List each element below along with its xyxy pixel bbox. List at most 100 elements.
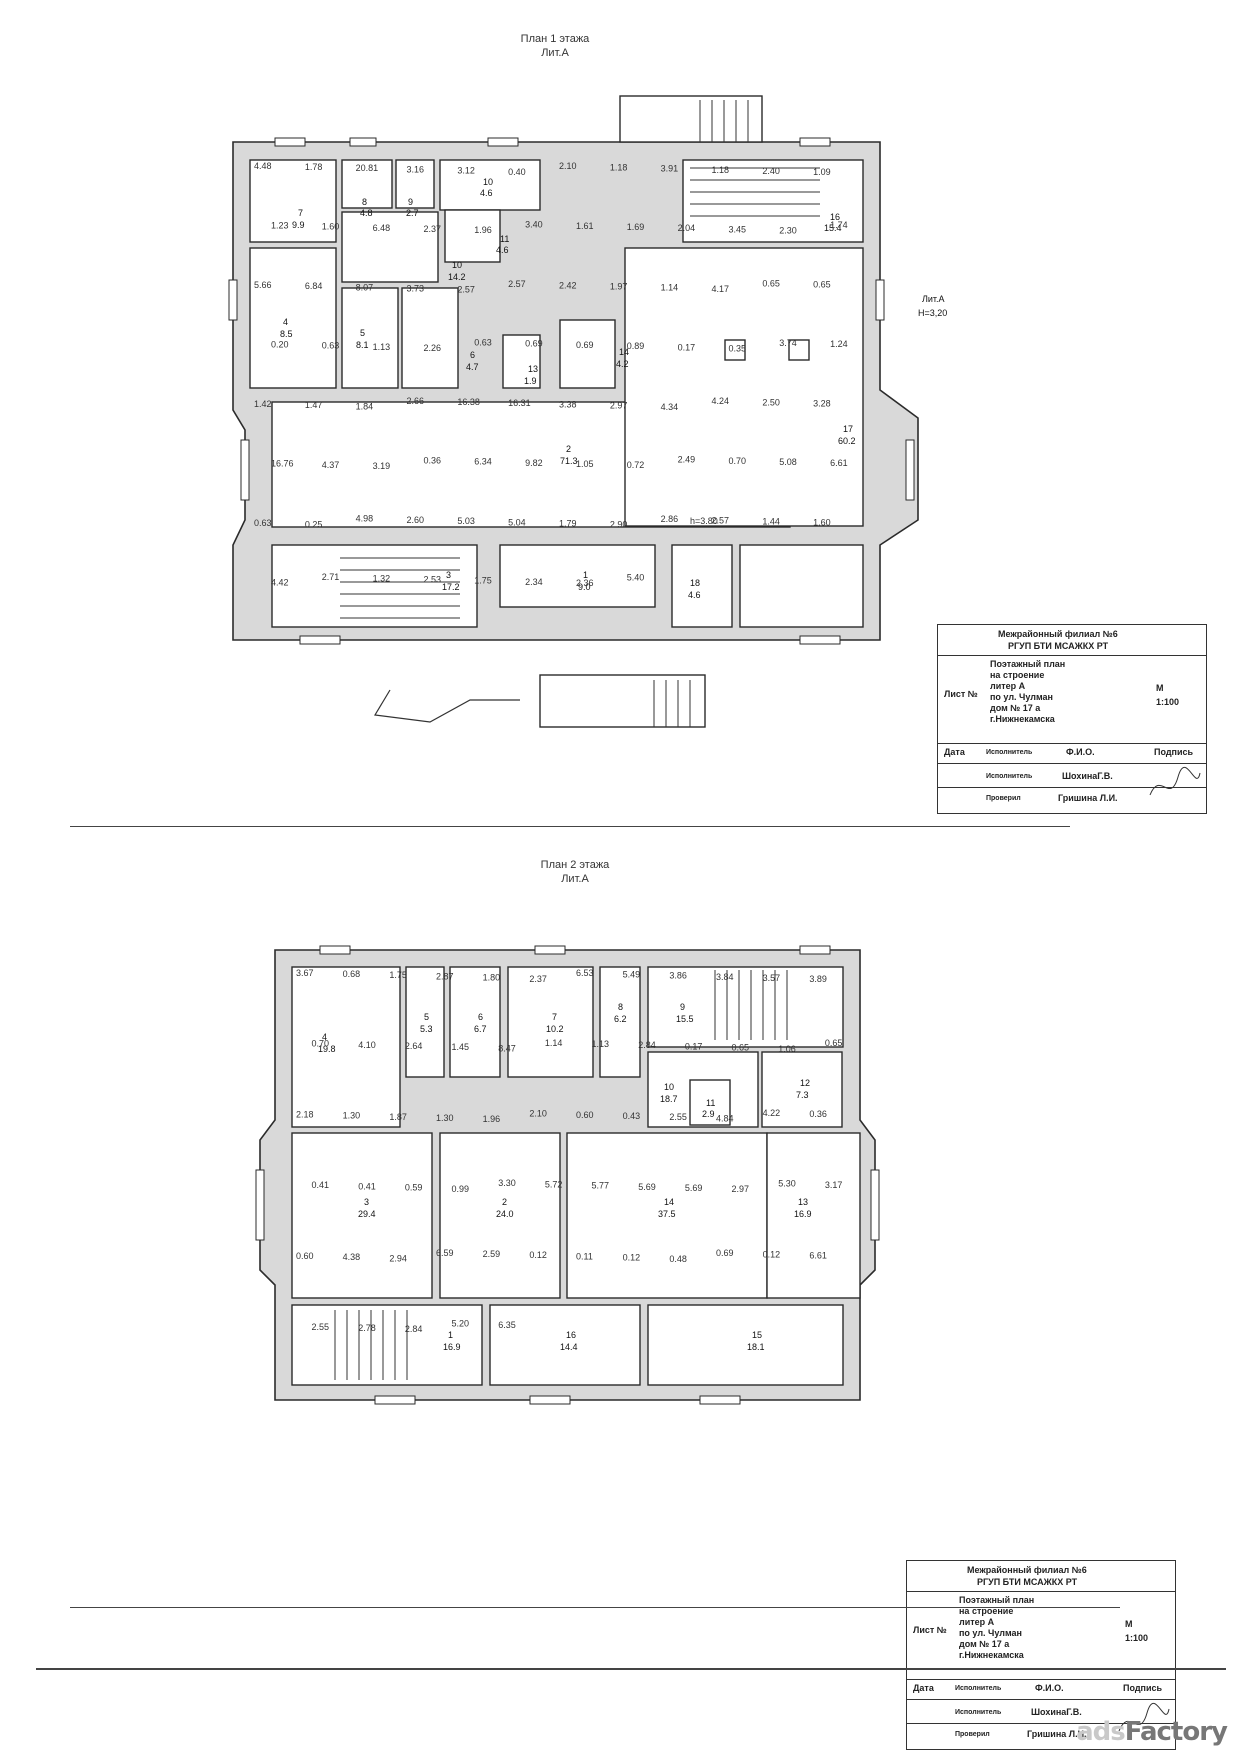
floor1-rooms (249, 159, 864, 628)
f2-room-area: 16.9 (794, 1209, 812, 1219)
f1-room-area: 4.7 (466, 362, 479, 372)
dimension-label: 5.03 (457, 516, 475, 526)
f1-room-area: 4.8 (360, 208, 373, 218)
dimension-label: 5.69 (685, 1183, 703, 1193)
f1-room-6 (401, 287, 459, 389)
f1-room-8 (341, 159, 393, 209)
stamp-col-sign: Подпись (1154, 747, 1194, 757)
dimension-label: 1.84 (356, 401, 374, 411)
f1-room-area: 17.2 (442, 582, 460, 592)
stamp-desc-line: литер А (990, 681, 1026, 691)
dimension-label: 3.38 (559, 399, 577, 409)
stamp-desc: Поэтажный план на строение литер А по ул… (959, 1595, 1034, 1661)
dimension-label: 0.25 (305, 519, 323, 529)
dimension-label: 0.60 (576, 1110, 594, 1120)
dimension-label: 4.84 (716, 1113, 734, 1123)
dimension-label: 0.68 (343, 969, 361, 979)
f1-room-area: 9.9 (292, 220, 305, 230)
dimension-label: 6.61 (809, 1251, 827, 1261)
dimension-label: 3.84 (716, 972, 734, 982)
dimension-label: 1.14 (545, 1038, 563, 1048)
f2-room-1 (291, 1304, 483, 1386)
dimension-label: 2.64 (405, 1041, 423, 1051)
stamp-col-role: Исполнитель (986, 749, 1033, 756)
floor1-subtitle: Лит.А (541, 47, 569, 59)
stamp-desc-line: по ул. Чулман (990, 692, 1053, 702)
stamp-row2-role: Проверил (955, 1731, 990, 1738)
stamp-desc-line: по ул. Чулман (959, 1628, 1022, 1638)
f1-room-no: 16 (830, 212, 840, 222)
bottom-line (70, 1607, 1120, 1608)
f1-room-no: 8 (362, 197, 367, 207)
dimension-label: 0.69 (576, 340, 594, 350)
f1-room-no: 17 (843, 424, 853, 434)
dimension-label: 8.07 (356, 282, 374, 292)
stamp-floor2: Межрайонный филиал №6 РГУП БТИ МСАЖКХ РТ… (906, 1560, 1176, 1750)
f1-room-area: 8.1 (356, 340, 369, 350)
dimension-label: 2.37 (423, 224, 441, 234)
dimension-label: 1.75 (474, 576, 492, 586)
f1-room-14 (559, 319, 616, 389)
f1-room-no: 10 (483, 177, 493, 187)
f1-column-1 (724, 339, 746, 361)
dimension-label: 2.10 (529, 1109, 547, 1119)
stamp-scale: 1:100 (1125, 1633, 1149, 1643)
dimension-label: 0.41 (312, 1180, 330, 1190)
f1-room-16 (682, 159, 864, 243)
dimension-label: 3.28 (813, 399, 831, 409)
stamp-org1: Межрайонный филиал №6 (998, 629, 1118, 639)
dimension-label: 1.05 (576, 459, 594, 469)
dimension-label: 0.17 (685, 1041, 703, 1051)
watermark-part2: Factory (1124, 1717, 1228, 1747)
dimension-label: 4.34 (661, 402, 679, 412)
f2-room-area: 18.1 (747, 1342, 765, 1352)
f1-room-11 (444, 209, 501, 263)
dimension-label: 5.49 (623, 969, 641, 979)
dimension-label: 0.60 (296, 1251, 314, 1261)
dimension-label: 1.45 (452, 1042, 470, 1052)
f2-room-8 (599, 966, 641, 1078)
stamp-col-name: Ф.И.О. (1066, 747, 1095, 757)
stamp-row1-role: Исполнитель (955, 1709, 1002, 1716)
dimension-label: 6.35 (498, 1320, 516, 1330)
dimension-label: 3.86 (669, 971, 687, 981)
floor2-title-text: План 2 этажа (540, 859, 610, 871)
dimension-label: 1.87 (389, 1112, 407, 1122)
dimension-label: 0.63 (322, 341, 340, 351)
dimension-label: 1.79 (559, 519, 577, 529)
dimension-label: 0.59 (405, 1183, 423, 1193)
f2-room-area: 6.7 (474, 1024, 487, 1034)
stamp-desc-line: г.Нижнекамска (990, 714, 1055, 724)
dimension-label: 3.30 (498, 1178, 516, 1188)
dimension-label: 2.87 (436, 971, 454, 981)
f2-room-no: 11 (706, 1098, 715, 1108)
stamp-desc-line: на строение (959, 1606, 1014, 1616)
dimension-label: 6.48 (373, 223, 391, 233)
dimension-label: 20.81 (356, 163, 379, 173)
f2-room-6 (449, 966, 501, 1078)
dimension-label: 0.48 (669, 1254, 687, 1264)
f2-room-no: 16 (566, 1330, 576, 1340)
dimension-label: 0.65 (825, 1038, 843, 1048)
f2-room-no: 5 (424, 1012, 429, 1022)
f2-room-area: 19.8 (318, 1044, 336, 1054)
dimension-label: 0.99 (452, 1184, 470, 1194)
f2-room-12 (761, 1051, 843, 1128)
dimension-label: 0.89 (627, 341, 645, 351)
dimension-label: 5.66 (254, 280, 272, 290)
dimension-label: 5.30 (778, 1179, 796, 1189)
f1-room-area: 4.6 (688, 590, 701, 600)
dimension-label: 2.66 (407, 396, 425, 406)
stamp-row1-role: Исполнитель (986, 773, 1033, 780)
dimension-label: 3.91 (661, 164, 679, 174)
dimension-label: 0.63 (254, 518, 272, 528)
stamp-desc-line: на строение (990, 670, 1045, 680)
dimension-label: 3.12 (457, 166, 475, 176)
f1-height2-label: h=3.80 (690, 516, 718, 526)
f1-room-no: 6 (470, 350, 475, 360)
dimension-label: 2.37 (529, 974, 547, 984)
dimension-label: 2.86 (661, 514, 679, 524)
dimension-label: 2.84 (405, 1324, 423, 1334)
stamp-row1-name: ШохинаГ.В. (1031, 1707, 1082, 1717)
dimension-label: 0.12 (529, 1250, 547, 1260)
